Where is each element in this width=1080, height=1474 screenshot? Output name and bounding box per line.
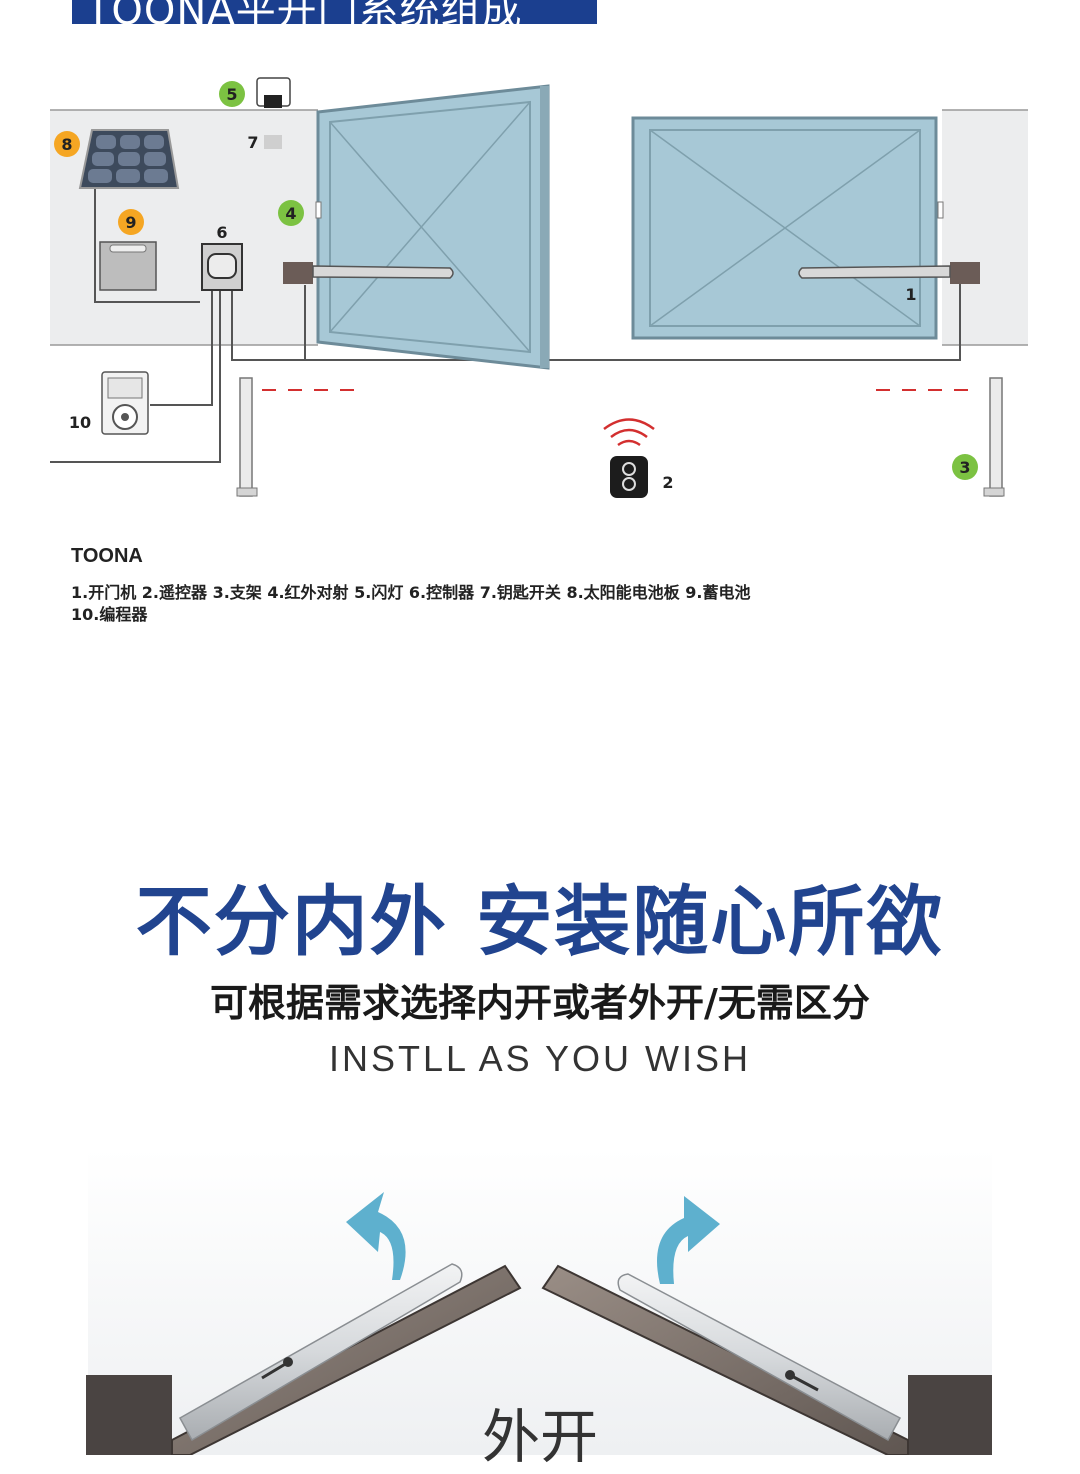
arrow-right-icon — [657, 1196, 720, 1284]
opener-tube-right — [617, 1273, 902, 1442]
marker-5: 5 — [219, 81, 245, 107]
marker-3: 3 — [952, 454, 978, 480]
flash-lamp — [256, 77, 291, 108]
opener-tube-left — [178, 1263, 463, 1442]
promo-subline: 可根据需求选择内开或者外开/无需区分 — [210, 981, 870, 1025]
right-gate — [631, 116, 938, 340]
opener-right — [798, 262, 980, 284]
remote-control — [603, 418, 655, 498]
gate-leaf-right — [541, 1264, 909, 1455]
marker-10: 10 — [69, 413, 91, 432]
marker-1: 1 — [905, 285, 916, 304]
install-caption: 外开 — [481, 1403, 598, 1471]
solar-panel — [78, 129, 180, 189]
marker-4: 4 — [278, 200, 304, 226]
marker-8: 8 — [54, 131, 80, 157]
outward-install-illustration — [86, 1148, 992, 1455]
controller — [201, 243, 243, 291]
post-right — [908, 1375, 992, 1455]
marker-2: 2 — [662, 473, 673, 492]
svg-text:5: 5 — [226, 85, 237, 104]
marker-9: 9 — [118, 209, 144, 235]
opener-left — [283, 262, 454, 284]
gate-system-diagram: 5 8 9 4 3 7 6 1 10 2 — [50, 77, 1028, 498]
svg-text:3: 3 — [959, 458, 970, 477]
arrow-left-icon — [346, 1192, 406, 1280]
wiring — [50, 187, 961, 463]
gate-leaf-left — [171, 1264, 522, 1455]
photocell-post-right — [983, 377, 1005, 497]
svg-text:9: 9 — [125, 213, 136, 232]
page-title: TOONA平开门系统组成 — [86, 0, 523, 24]
legend-line-1: 1.开门机 2.遥控器 3.支架 4.红外对射 5.闪灯 6.控制器 7.钥匙开… — [71, 583, 751, 602]
brand-label: TOONA — [71, 545, 143, 567]
promo-english: INSTLL AS YOU WISH — [328, 1038, 752, 1079]
battery — [99, 241, 157, 291]
promo-headline: 不分内外 安装随心所欲 — [135, 877, 945, 966]
title-banner: TOONA平开门系统组成 — [72, 0, 597, 24]
key-switch — [264, 135, 282, 149]
component-legend: 1.开门机 2.遥控器 3.支架 4.红外对射 5.闪灯 6.控制器 7.钥匙开… — [71, 582, 971, 626]
programmer — [101, 371, 149, 435]
svg-text:4: 4 — [285, 204, 296, 223]
marker-6: 6 — [216, 223, 227, 242]
photocell-post-left — [236, 377, 258, 497]
post-left — [86, 1375, 172, 1455]
marker-7: 7 — [247, 133, 258, 152]
svg-text:8: 8 — [61, 135, 72, 154]
legend-line-2: 10.编程器 — [71, 605, 148, 624]
right-wall — [942, 110, 1028, 345]
left-gate — [316, 84, 550, 370]
